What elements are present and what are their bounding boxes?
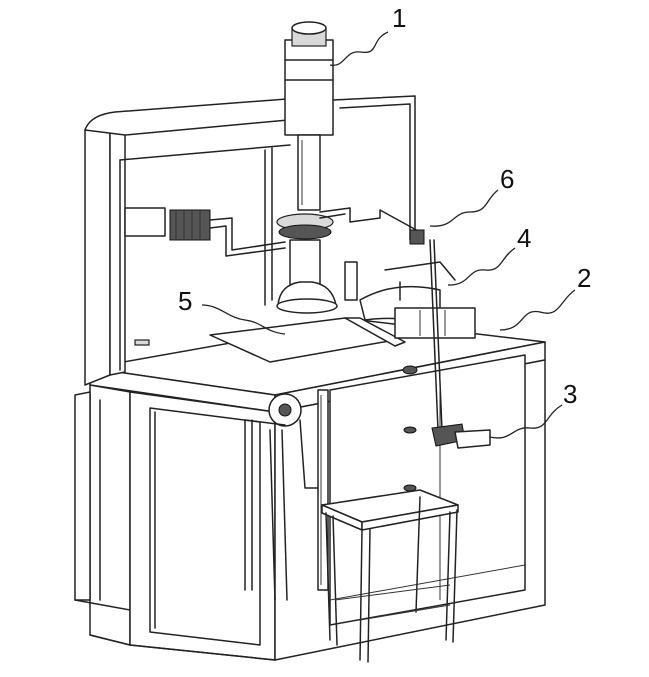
- callout-5: 5: [178, 286, 192, 316]
- callout-6: 6: [500, 164, 514, 194]
- leader-5: [201, 304, 286, 335]
- leader-lines: [201, 31, 576, 439]
- leader-6: [429, 189, 499, 227]
- callout-3: 3: [563, 379, 577, 409]
- callout-2: 2: [577, 263, 591, 293]
- leader-3: [489, 404, 563, 439]
- callout-labels: 1 2 3 4 5 6: [178, 3, 591, 409]
- base-cabinet: [74, 319, 546, 661]
- fixture-assembly: [344, 229, 476, 431]
- leader-1: [329, 31, 389, 66]
- frame-column: [84, 97, 311, 386]
- chain-drive: [244, 389, 329, 601]
- pedal: [431, 423, 491, 449]
- work-plate: [134, 317, 406, 363]
- callout-4: 4: [517, 223, 531, 253]
- leader-2: [499, 289, 576, 331]
- stool: [321, 489, 459, 663]
- leader-4: [447, 247, 516, 286]
- callout-1: 1: [392, 3, 406, 33]
- spindle-assembly: [264, 21, 421, 314]
